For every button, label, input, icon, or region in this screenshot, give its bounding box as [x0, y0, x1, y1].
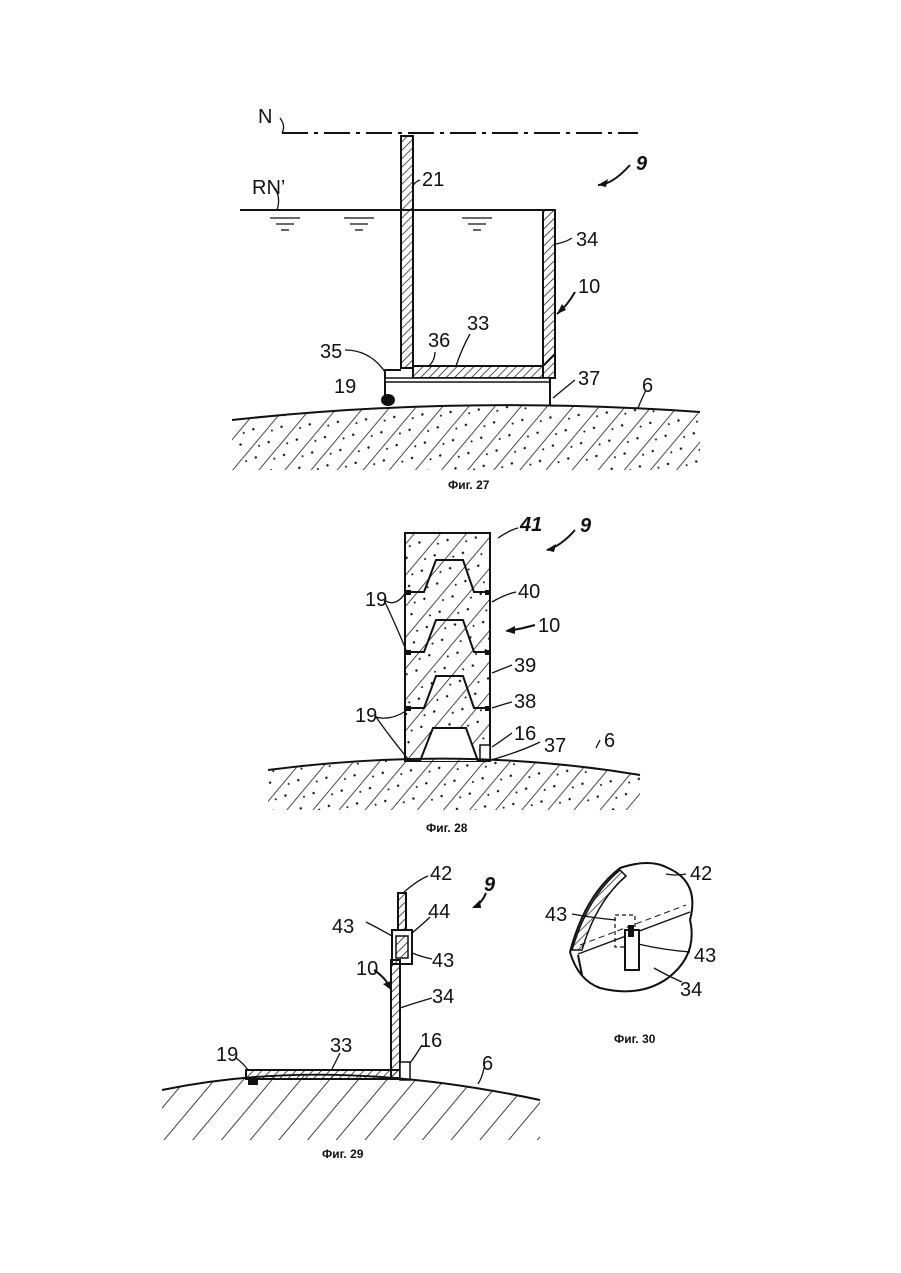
- label-43a: 43: [332, 916, 354, 938]
- label-16: 16: [420, 1030, 442, 1052]
- label-36: 36: [428, 330, 450, 352]
- label-35: 35: [320, 341, 342, 363]
- label-40: 40: [518, 581, 540, 603]
- arrowhead-10: [505, 626, 515, 634]
- label-19: 19: [216, 1044, 238, 1066]
- caption-fig28: Фиг. 28: [426, 821, 468, 835]
- label-43b: 43: [432, 950, 454, 972]
- figure-28: 41 9 40 19 10 39 38 19 16 37 6 Фиг. 28: [268, 514, 640, 835]
- arrowhead-9: [472, 900, 481, 908]
- base-rail: [385, 378, 550, 382]
- water-ticks: [270, 218, 492, 230]
- label-33: 33: [330, 1035, 352, 1057]
- figure-30: 42 43 43 34 Фиг. 30: [545, 863, 716, 1046]
- label-6: 6: [482, 1053, 493, 1075]
- label-21: 21: [422, 169, 444, 191]
- label-10: 10: [578, 276, 600, 298]
- label-34: 34: [432, 986, 454, 1008]
- label-10: 10: [356, 958, 378, 980]
- label-9: 9: [580, 515, 592, 537]
- arrow-9: [598, 165, 630, 185]
- label-37: 37: [544, 735, 566, 757]
- label-43b: 43: [694, 945, 716, 967]
- leader-n: [280, 118, 284, 133]
- label-34: 34: [576, 229, 598, 251]
- label-43a: 43: [545, 904, 567, 926]
- base-plate-33: [413, 366, 543, 378]
- caption-fig30: Фиг. 30: [614, 1032, 656, 1046]
- wall-34: [391, 960, 400, 1078]
- label-41: 41: [519, 514, 542, 536]
- figure-27: N RN’ 9 21 34 10 33 36 35 19 37 6 Фиг. 2…: [232, 106, 700, 492]
- label-38: 38: [514, 691, 536, 713]
- label-37: 37: [578, 368, 600, 390]
- label-42: 42: [430, 863, 452, 885]
- label-6: 6: [642, 375, 653, 397]
- label-19b: 19: [355, 705, 377, 727]
- coupling-44: [396, 936, 408, 958]
- label-19: 19: [334, 376, 356, 398]
- label-9: 9: [636, 153, 648, 175]
- anchor-16: [400, 1062, 410, 1080]
- seal-19: [381, 394, 395, 406]
- label-6: 6: [604, 730, 615, 752]
- ground-section: [232, 395, 700, 470]
- caption-fig29: Фиг. 29: [322, 1147, 364, 1161]
- caption-fig27: Фиг. 27: [448, 478, 490, 492]
- label-rn: RN’: [252, 177, 285, 199]
- label-39: 39: [514, 655, 536, 677]
- label-16: 16: [514, 723, 536, 745]
- figure-29: 42 9 43 44 43 10 34 19 33 16 6 Фиг. 29: [162, 863, 540, 1161]
- label-33: 33: [467, 313, 489, 335]
- label-n: N: [258, 106, 272, 128]
- wall-34: [543, 210, 555, 378]
- label-10: 10: [538, 615, 560, 637]
- label-19a: 19: [365, 589, 387, 611]
- label-42: 42: [690, 863, 712, 885]
- block-stack: [405, 533, 490, 761]
- label-34: 34: [680, 979, 702, 1001]
- label-44: 44: [428, 901, 450, 923]
- label-9: 9: [484, 874, 496, 896]
- pin: [628, 925, 634, 937]
- pipe-21: [401, 136, 413, 368]
